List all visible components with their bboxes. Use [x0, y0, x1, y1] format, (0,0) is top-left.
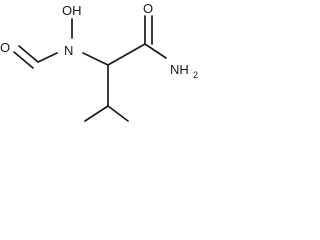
- atom-hydroxyl: OH: [62, 3, 82, 18]
- bond-formyl-c-o-1: [18, 45, 39, 63]
- atom-carbonyl-oxygen: O: [143, 1, 153, 16]
- bond-formyl-c-o-2: [13, 51, 34, 69]
- atom-amide-subscript: 2: [193, 70, 198, 80]
- bond-calpha-ccarbonyl: [107, 43, 146, 66]
- bond-formyl-c-n: [37, 52, 58, 63]
- bond-ccarbonyl-n-amide: [144, 43, 167, 59]
- atom-formyl-oxygen: O: [0, 40, 10, 55]
- atom-nitrogen: N: [64, 43, 73, 58]
- bond-ch-methyl-right: [107, 105, 129, 122]
- atom-amide-nitrogen: NH: [170, 62, 189, 77]
- chemical-structure: O OH N O NH 2: [0, 1, 198, 122]
- bond-ch-methyl-left: [84, 105, 109, 122]
- bond-n-calpha: [82, 52, 109, 66]
